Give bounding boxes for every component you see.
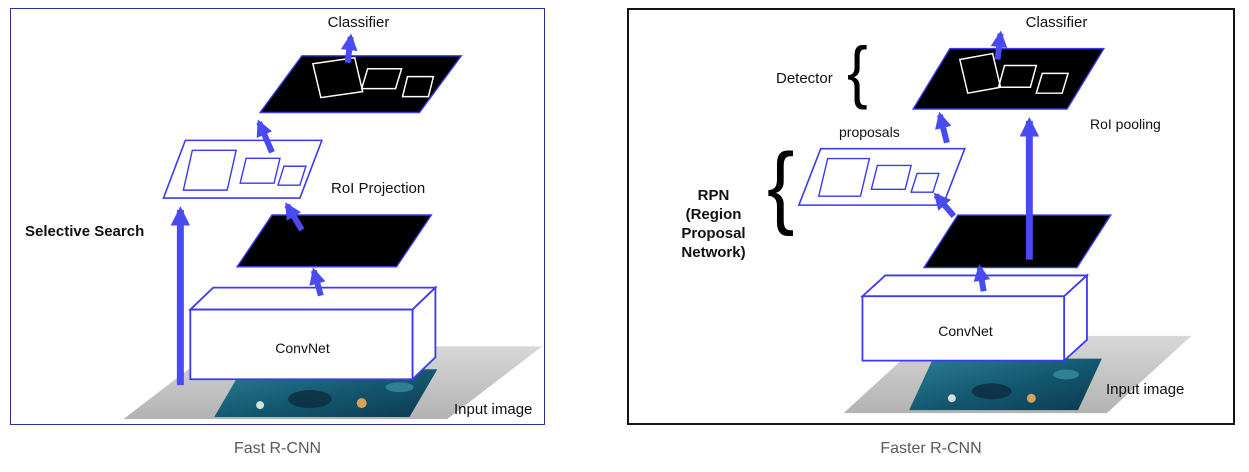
rpn-line: Network) bbox=[681, 244, 746, 261]
detector-feature-plane bbox=[911, 47, 1106, 110]
arrow-roi-to-classifier-map bbox=[256, 119, 275, 154]
selective-search-label: Selective Search bbox=[25, 223, 145, 240]
convnet-front-face bbox=[861, 295, 1066, 362]
rpn-line: RPN bbox=[697, 187, 730, 204]
detector-label: Detector bbox=[776, 70, 833, 87]
fish-shape bbox=[356, 398, 367, 409]
roi-box bbox=[360, 67, 403, 90]
proposals-label: proposals bbox=[839, 124, 900, 140]
convnet-top-face bbox=[860, 274, 1090, 298]
arrow-to-classifier bbox=[990, 30, 1008, 60]
classifier-label: Classifier bbox=[327, 14, 390, 31]
faster-rcnn-panel: Classifier Detector { RoI pooling propos… bbox=[627, 8, 1235, 425]
classifier-label: Classifier bbox=[1025, 14, 1088, 31]
detector-brace-icon: { bbox=[847, 34, 868, 111]
convnet-label: ConvNet bbox=[275, 340, 330, 356]
proposal-box bbox=[870, 164, 913, 190]
proposal-box bbox=[817, 157, 871, 197]
convnet-label: ConvNet bbox=[938, 323, 993, 339]
roi-box bbox=[311, 56, 364, 99]
rpn-line: Proposal bbox=[681, 225, 746, 242]
roi-box bbox=[401, 75, 435, 98]
water-highlight bbox=[385, 382, 414, 393]
convnet-top-face bbox=[188, 286, 438, 311]
roi-projection-label: RoI Projection bbox=[331, 180, 426, 197]
convnet-box bbox=[188, 285, 438, 382]
faster-rcnn-caption: Faster R-CNN bbox=[880, 440, 982, 457]
input-image-photo bbox=[909, 358, 1102, 411]
classifier-feature-plane bbox=[258, 55, 463, 114]
arrow-to-classifier bbox=[340, 33, 358, 64]
fish-shape bbox=[287, 390, 332, 409]
fast-rcnn-caption: Fast R-CNN bbox=[233, 440, 322, 457]
fast-rcnn-diagram bbox=[123, 33, 543, 420]
arrow-feature-to-roi bbox=[284, 202, 305, 232]
input-image-label: Input image bbox=[454, 401, 533, 418]
water-highlight bbox=[1053, 369, 1080, 380]
roi-box bbox=[182, 149, 238, 191]
roi-projection-plane bbox=[162, 139, 323, 199]
convnet-front-face bbox=[189, 308, 414, 381]
rpn-line: (Region bbox=[685, 206, 742, 223]
faster-rcnn-diagram bbox=[797, 30, 1192, 414]
arrow-convnet-to-feature bbox=[309, 267, 326, 297]
input-image-photo bbox=[214, 369, 438, 418]
roi-box bbox=[997, 64, 1038, 88]
arrow-convnet-to-feature bbox=[973, 264, 991, 292]
fast-rcnn-panel: Classifier RoI Projection Selective Sear… bbox=[10, 8, 545, 425]
fish-shape bbox=[947, 394, 956, 403]
roi-box bbox=[239, 157, 281, 184]
arrow-feature-to-proposals bbox=[933, 192, 957, 218]
fish-shape bbox=[256, 401, 265, 410]
roi-pooling-label: RoI pooling bbox=[1090, 116, 1161, 132]
feature-map-plane bbox=[922, 214, 1113, 269]
arrow-proposals-to-detector bbox=[935, 111, 952, 144]
roi-box bbox=[1035, 72, 1070, 94]
roi-box bbox=[277, 165, 307, 186]
rpn-brace-icon: { bbox=[767, 135, 795, 238]
fish-shape bbox=[971, 383, 1012, 400]
proposal-box bbox=[910, 172, 940, 193]
feature-map-plane bbox=[235, 214, 433, 268]
convnet-box bbox=[860, 273, 1090, 363]
fish-shape bbox=[1026, 393, 1036, 403]
rpn-label: RPN (Region Proposal Network) bbox=[651, 186, 776, 262]
input-image-label: Input image bbox=[1106, 381, 1185, 398]
